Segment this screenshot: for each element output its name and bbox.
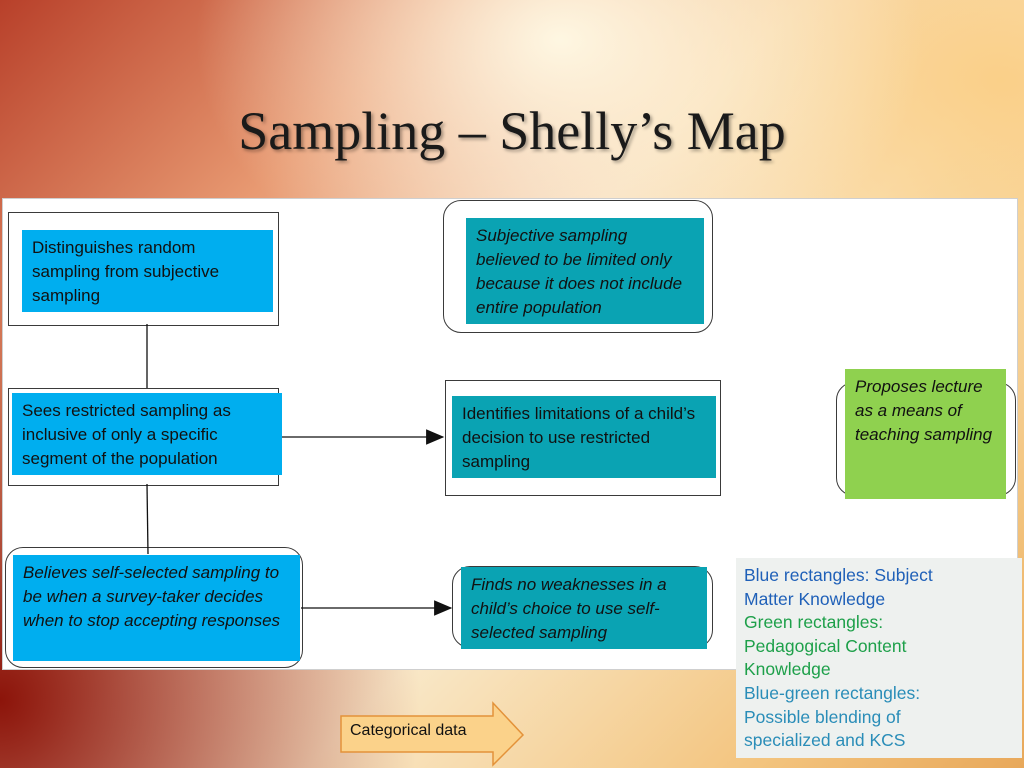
legend: Blue rectangles: Subject Matter Knowledg… (736, 558, 1022, 758)
legend-blue-line: Matter Knowledge (744, 588, 886, 609)
legend-green-line: Green rectangles: (744, 612, 884, 633)
box-sees-restricted: Sees restricted sampling as inclusive of… (12, 393, 282, 475)
legend-blue-green-line: Blue-green rectangles: (744, 682, 921, 703)
box-distinguishes: Distinguishes random sampling from subje… (22, 230, 273, 312)
box-subjective: Subjective sampling believed to be limit… (466, 218, 704, 324)
legend-blue-green-line: specialized and KCS (744, 730, 906, 751)
legend-blue-green-line: Possible blending of (744, 706, 901, 727)
legend-blue-line: Blue rectangles: Subject (744, 565, 933, 585)
box-identifies: Identifies limitations of a child’s deci… (452, 396, 716, 478)
legend-green-line: Pedagogical Content (744, 635, 907, 656)
box-proposes: Proposes lecture as a means of teaching … (845, 369, 1006, 499)
legend-green-line: Knowledge (744, 659, 831, 680)
categorical-data-arrow-shape (340, 701, 525, 767)
box-believes: Believes self-selected sampling to be wh… (13, 555, 300, 661)
connector-line (146, 483, 149, 555)
categorical-data-label[interactable]: Categorical data (350, 722, 467, 739)
slide-title: Sampling – Shelly’s Map (238, 101, 786, 161)
box-finds-no: Finds no weaknesses in a child’s choice … (461, 567, 707, 649)
